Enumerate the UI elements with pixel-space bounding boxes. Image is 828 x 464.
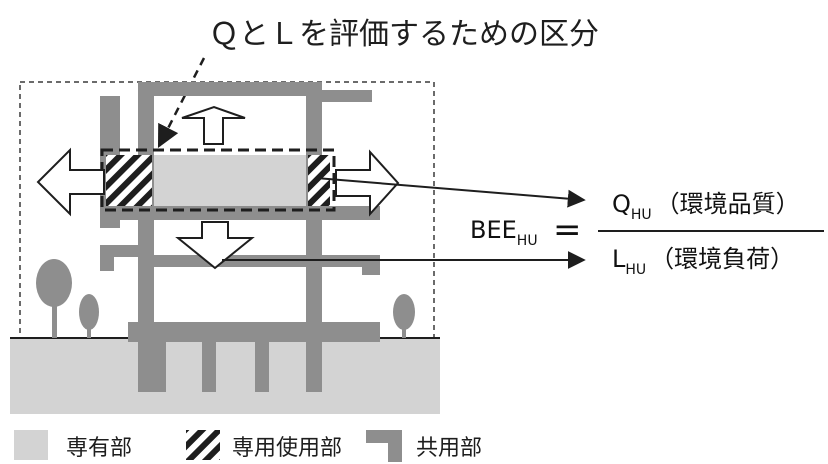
legend-swatch-exclusive <box>186 430 220 460</box>
legend-label-shared: 共用部 <box>416 436 482 461</box>
exclusive-use-area-left <box>106 155 152 206</box>
denominator-subscript: HU <box>625 262 646 278</box>
bee-formula: BEEHU = QHU（環境品質） LHU（環境負荷） <box>470 190 824 278</box>
diagram-title: ＱとＬを評価するための区分 <box>209 17 599 52</box>
left-arrow-icon <box>36 147 105 217</box>
legend-label-private: 専有部 <box>66 436 132 461</box>
formula-denominator: LHU（環境負荷） <box>612 245 794 278</box>
private-area <box>154 155 306 206</box>
down-arrow-icon <box>175 221 255 270</box>
tree-trunk <box>402 324 406 338</box>
tree-icon <box>393 294 415 330</box>
up-arrow-icon <box>181 105 246 145</box>
numerator-main: Q <box>612 190 631 218</box>
legend-swatch-private <box>14 430 48 460</box>
tree-trunk <box>87 324 91 338</box>
tree-trunk <box>52 300 57 338</box>
formula-lhs: BEEHU <box>470 216 538 249</box>
q-connector-arrow <box>315 177 586 208</box>
numerator-subscript: HU <box>631 207 652 223</box>
ground-area <box>10 338 440 414</box>
legend: 専有部 専用使用部 共用部 <box>14 430 482 462</box>
title-pointer-dashed-arrow <box>157 57 206 149</box>
legend-swatch-shared <box>366 430 402 462</box>
lhs-subscript: HU <box>517 233 538 249</box>
lhs-main: BEE <box>470 216 517 244</box>
formula-equals: = <box>553 210 582 250</box>
denominator-description: （環境負荷） <box>650 245 794 273</box>
formula-numerator: QHU（環境品質） <box>612 190 800 223</box>
numerator-description: （環境品質） <box>656 190 800 218</box>
tree-icon <box>79 294 99 330</box>
tree-icon <box>36 259 72 307</box>
legend-label-exclusive: 専用使用部 <box>232 436 342 461</box>
exclusive-use-area-right <box>308 155 330 206</box>
denominator-main: L <box>612 245 626 273</box>
